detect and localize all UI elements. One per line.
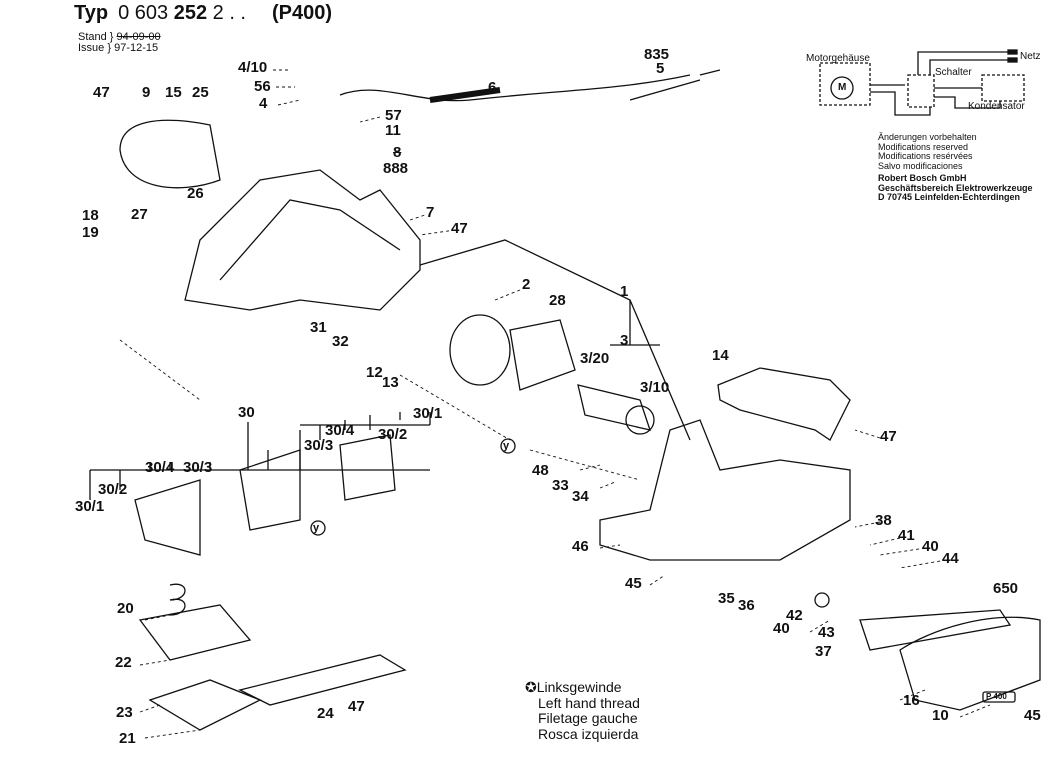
part-label: 20 (117, 600, 134, 617)
motor-housing-label: Motorgehäuse (806, 53, 870, 64)
part-label: 40 (922, 538, 939, 555)
part-label: 4 (259, 95, 268, 112)
switch-label: Schalter (935, 67, 972, 78)
part-label: 46 (572, 538, 589, 555)
part-label: 33 (552, 477, 569, 494)
part-label: 43 (818, 624, 835, 641)
part-label: 47 (348, 698, 365, 715)
mains-label: Netz (1020, 51, 1041, 62)
part-label: 15 (165, 84, 182, 101)
left-hand-thread-icon: ✪ (525, 679, 537, 695)
part-label: 40 (773, 620, 790, 637)
part-label: 3/20 (580, 350, 610, 367)
part-label: 45 (1024, 707, 1041, 724)
part-label: 44 (942, 550, 959, 567)
revision-info: Stand } 94-09-00 Issue } 97-12-15 (78, 31, 161, 54)
part-label: 30/1 (75, 498, 105, 515)
motor-symbol: M (838, 82, 847, 93)
part-label: 16 (903, 692, 920, 709)
reference-marker-y: y (503, 440, 510, 452)
part-label: 2 (522, 276, 531, 293)
part-label: 6 (488, 79, 497, 96)
part-label: 26 (187, 185, 204, 202)
part-label: 835 (644, 46, 670, 63)
part-label: 48 (532, 462, 549, 479)
part-label: 1 (620, 283, 629, 300)
part-label: 21 (119, 730, 136, 747)
part-label: 37 (815, 643, 832, 660)
part-label: 19 (82, 224, 99, 241)
part-label: 24 (317, 705, 334, 722)
part-label: 30 (238, 404, 255, 421)
part-label: 30/2 (98, 481, 128, 498)
part-label: 38 (875, 512, 892, 529)
part-label: 41 (898, 527, 915, 544)
part-label: 34 (572, 488, 589, 505)
part-label: 57 (385, 107, 402, 124)
part-label: 7 (426, 204, 435, 221)
part-label: 30/1 (413, 405, 443, 422)
part-label: 47 (880, 428, 897, 445)
part-label: 11 (385, 122, 401, 139)
reference-marker-y: y (313, 522, 320, 534)
capacitor-label: Kondensator (968, 101, 1025, 112)
part-label: 45 (625, 575, 642, 592)
part-label: 9 (142, 84, 151, 101)
part-label: 3/10 (640, 379, 670, 396)
part-label: 5 (656, 60, 665, 77)
wiring-diagram (819, 49, 1025, 116)
part-label: 47 (93, 84, 110, 101)
part-label: 30/4 (145, 459, 175, 476)
part-label: 25 (192, 84, 209, 101)
part-label: 10 (932, 707, 949, 724)
part-label: 23 (116, 704, 133, 721)
nameplate-text: P 400 (986, 692, 1007, 701)
part-label: 35 (718, 590, 735, 607)
part-label: 4/10 (238, 59, 268, 76)
part-label: 27 (131, 206, 148, 223)
part-label: 30/3 (304, 437, 334, 454)
part-label: 56 (254, 78, 271, 95)
part-label: 650 (993, 580, 1019, 597)
part-label: 13 (382, 374, 399, 391)
part-label: 888 (383, 160, 409, 177)
part-label: 30/2 (378, 426, 408, 443)
part-label: 22 (115, 654, 132, 671)
part-label: 30/3 (183, 459, 213, 476)
part-label: 18 (82, 207, 99, 224)
part-label: 47 (451, 220, 468, 237)
part-label: 28 (549, 292, 566, 309)
part-label: 31 (310, 319, 327, 336)
legend-left-hand-thread: ✪Linksgewinde Left hand thread Filetage … (525, 679, 640, 742)
part-label: 42 (786, 607, 803, 624)
part-label: 32 (332, 333, 349, 350)
part-label: 12 (366, 364, 383, 381)
part-label: 30/4 (325, 422, 355, 439)
part-label: 3 (620, 332, 629, 349)
part-label: 36 (738, 597, 755, 614)
part-label: 8 (393, 144, 402, 161)
part-label: 14 (712, 347, 729, 364)
